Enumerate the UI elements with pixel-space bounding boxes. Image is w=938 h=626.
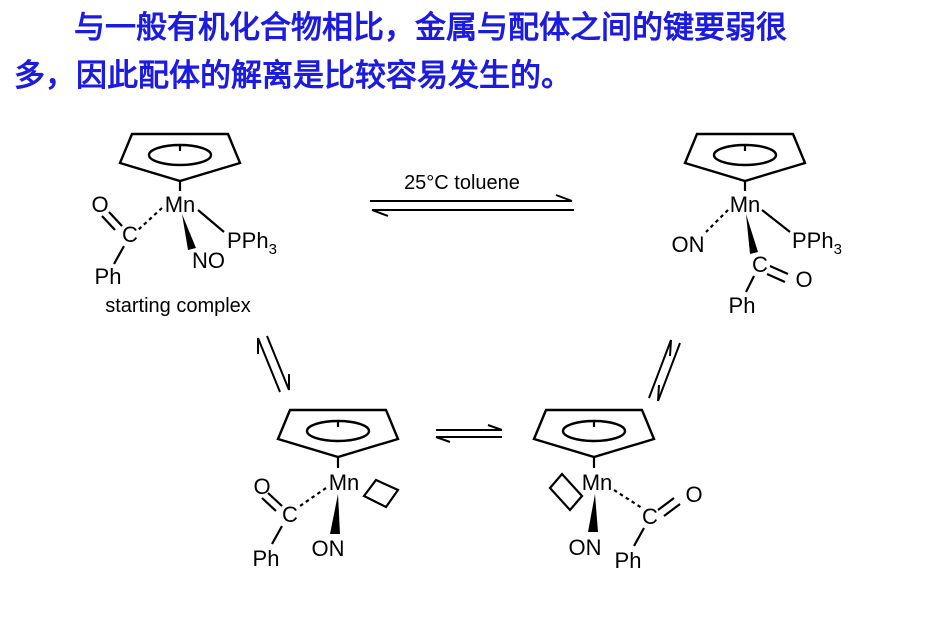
phenyl-label: Ph xyxy=(253,546,280,571)
heading-line-1: 与一般有机化合物相比，金属与配体之间的键要弱很 xyxy=(74,10,787,46)
equilibrium-arrow-bottom xyxy=(435,424,503,443)
nitrosyl-label: ON xyxy=(569,535,602,560)
phenyl-label: Ph xyxy=(615,548,642,573)
heading-line-2: 多，因此配体的解离是比较容易发生的。 xyxy=(14,58,572,94)
oxygen-label: O xyxy=(253,474,270,499)
oxygen-label: O xyxy=(91,192,108,217)
phosphine-label: PPh3 xyxy=(227,228,277,258)
cyclopentadienyl-ring xyxy=(683,132,807,183)
nitrosyl-label: ON xyxy=(312,536,345,561)
cyclopentadienyl-ring xyxy=(276,408,400,459)
metal-label: Mn xyxy=(730,192,761,217)
carbon-label: C xyxy=(282,502,298,527)
cyclopentadienyl-ring xyxy=(532,408,656,459)
carbon-label: C xyxy=(642,504,658,529)
cyclopentadienyl-ring xyxy=(118,132,242,183)
complex-bottom-right: Mn ON C O Ph xyxy=(532,408,703,573)
metal-label: Mn xyxy=(329,470,360,495)
phenyl-label: Ph xyxy=(95,264,122,289)
metal-label: Mn xyxy=(582,470,613,495)
carbon-label: C xyxy=(752,252,768,277)
nitrosyl-label: ON xyxy=(672,232,705,257)
phosphine-label: PPh3 xyxy=(792,228,842,258)
vacant-site-box xyxy=(362,478,400,509)
complex-top-right: Mn ON PPh3 C O Ph xyxy=(672,132,842,318)
nitrosyl-label: NO xyxy=(192,248,225,273)
equilibrium-arrow-right xyxy=(648,339,681,402)
equilibrium-arrow-left xyxy=(257,335,290,393)
complex-bottom-left: Mn C O Ph ON xyxy=(253,408,400,571)
condition-label: 25°C toluene xyxy=(404,172,520,194)
metal-label: Mn xyxy=(165,192,196,217)
phenyl-label: Ph xyxy=(729,293,756,318)
equilibrium-arrow-top: 25°C toluene xyxy=(370,172,574,217)
complex-starting: Mn C O Ph NO PPh3 starting complex xyxy=(91,132,277,317)
oxygen-label: O xyxy=(795,267,812,292)
vacant-site-box xyxy=(548,472,584,512)
heading-text: 与一般有机化合物相比，金属与配体之间的键要弱很 多，因此配体的解离是比较容易发生… xyxy=(14,4,924,100)
oxygen-label: O xyxy=(685,482,702,507)
carbon-label: C xyxy=(122,222,138,247)
starting-complex-label: starting complex xyxy=(105,295,251,317)
